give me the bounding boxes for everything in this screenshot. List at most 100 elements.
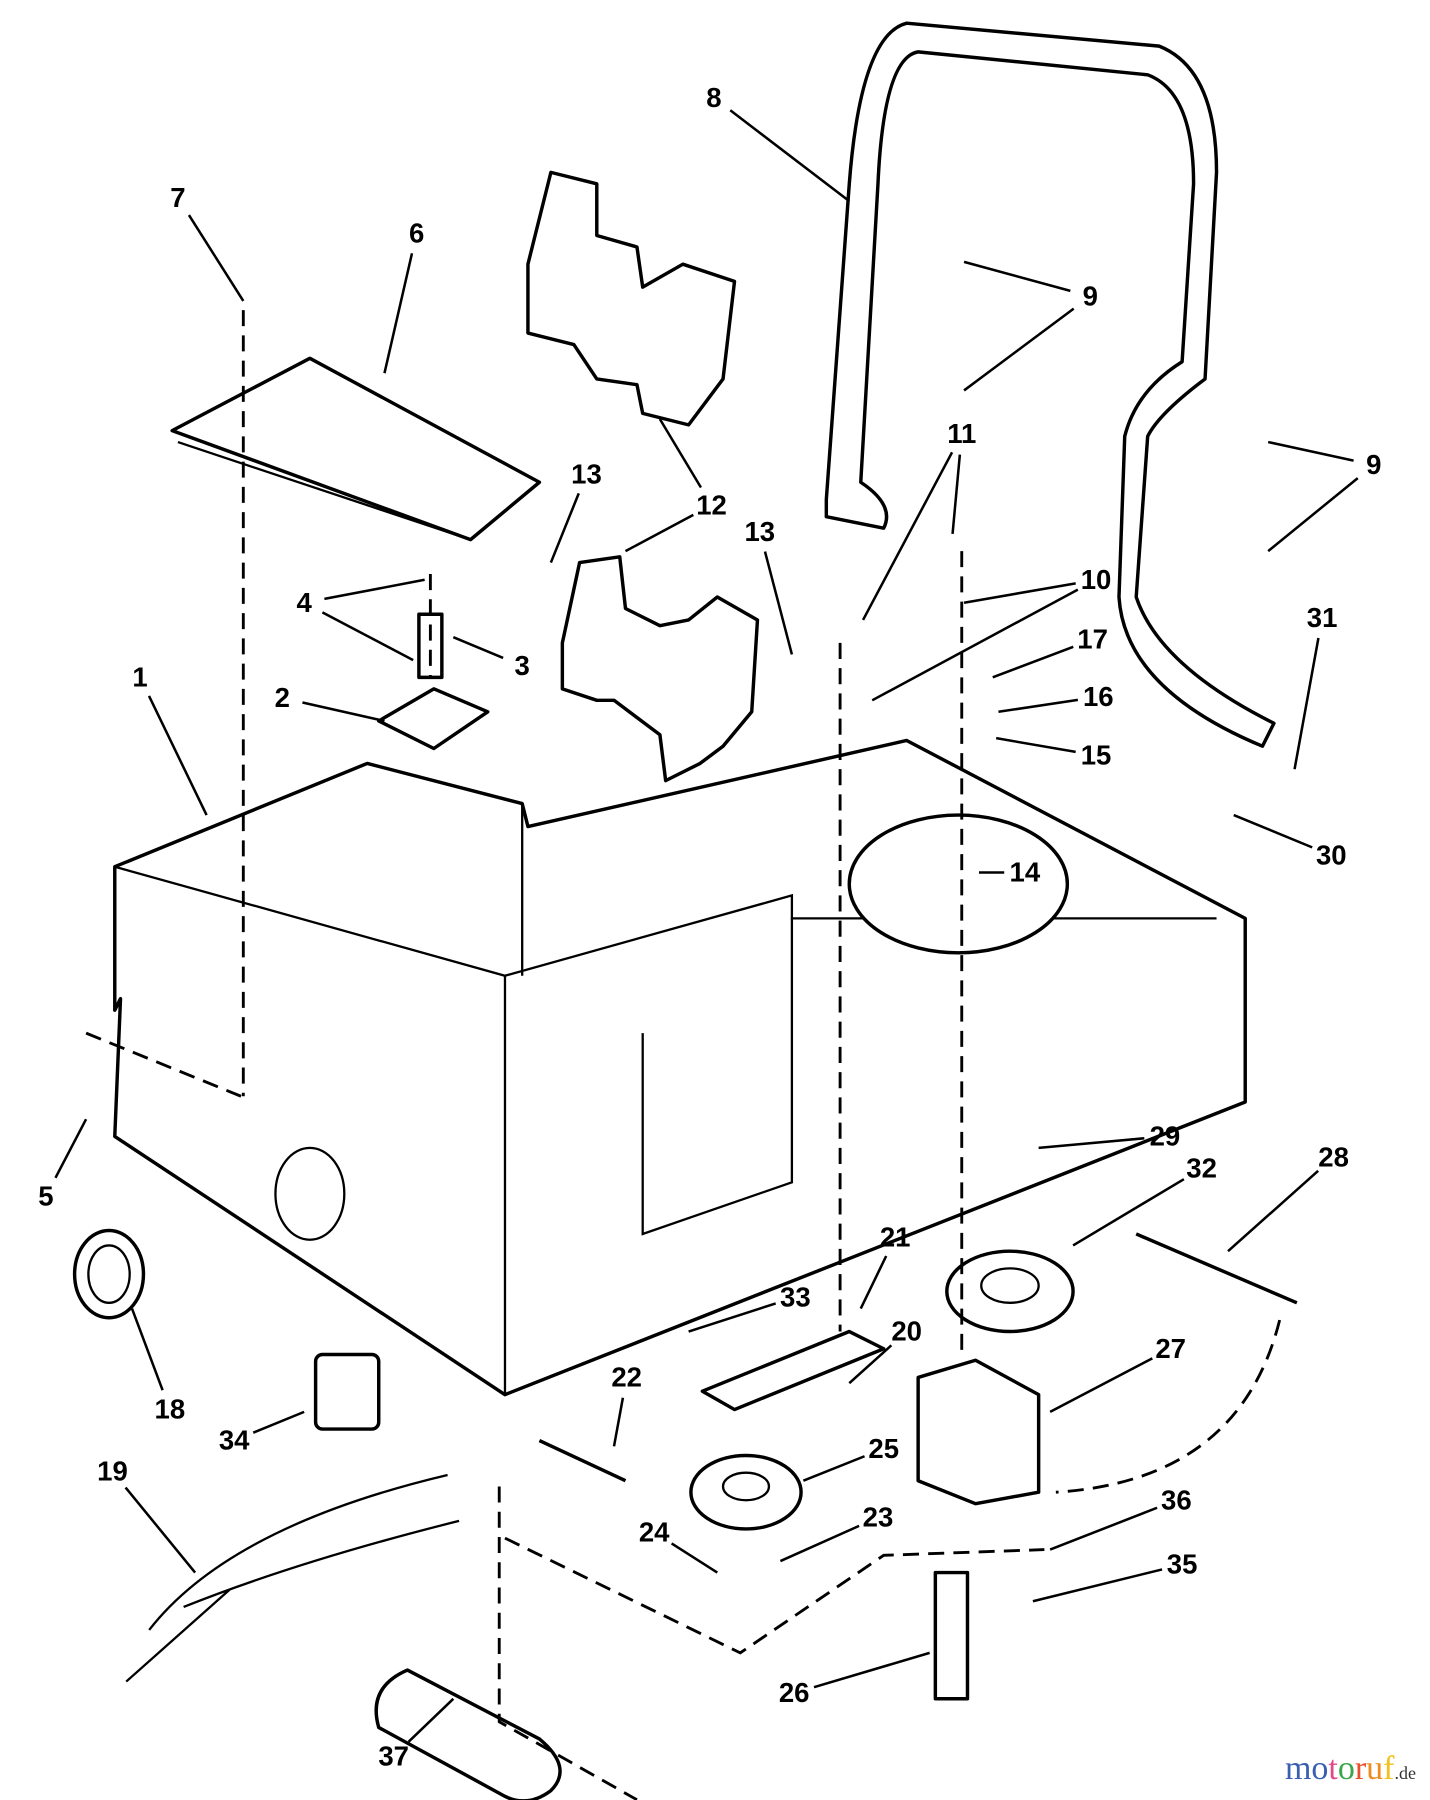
spring-28	[1135, 1232, 1298, 1305]
callout-17: 17	[1077, 624, 1108, 655]
leader-line	[951, 454, 962, 535]
handlebar	[824, 21, 1276, 748]
leader-line	[54, 1118, 88, 1179]
leader-line	[1267, 440, 1354, 462]
cover-plate	[170, 356, 542, 542]
leader-line	[1038, 1137, 1145, 1150]
callout-8: 8	[706, 82, 721, 113]
callout-3: 3	[515, 650, 530, 681]
callout-19: 19	[97, 1456, 128, 1487]
callout-31: 31	[1307, 602, 1338, 633]
callout-10: 10	[1081, 564, 1112, 595]
leader-line	[1227, 1169, 1320, 1253]
leader-line	[324, 578, 425, 601]
leader-line	[995, 736, 1076, 754]
switch	[313, 1352, 381, 1431]
callout-1: 1	[132, 662, 147, 693]
bushing	[72, 1228, 146, 1320]
callout-25: 25	[868, 1433, 899, 1464]
leader-line	[802, 1455, 865, 1482]
leader-line	[187, 214, 245, 302]
idler-pulley-32	[945, 1249, 1075, 1334]
leader-line	[1072, 1178, 1185, 1247]
callout-29: 29	[1150, 1121, 1181, 1152]
callout-24: 24	[639, 1517, 670, 1548]
callout-9: 9	[1366, 449, 1381, 480]
leader-line	[871, 588, 1079, 702]
callout-15: 15	[1081, 740, 1112, 771]
callout-26: 26	[779, 1677, 810, 1708]
tube	[374, 1668, 562, 1800]
callout-20: 20	[891, 1316, 922, 1347]
callout-9: 9	[1083, 281, 1098, 312]
leader-line	[383, 253, 414, 374]
callout-6: 6	[409, 217, 424, 248]
leader-line	[1293, 637, 1320, 770]
callout-13: 13	[744, 516, 775, 547]
callout-5: 5	[38, 1180, 53, 1211]
main-frame	[113, 738, 1247, 1397]
callout-36: 36	[1161, 1484, 1192, 1515]
mount-block	[377, 687, 490, 751]
leader-line	[624, 513, 694, 553]
leader-line	[1267, 477, 1359, 553]
leader-line	[1049, 1357, 1153, 1413]
leader-line	[130, 1308, 164, 1391]
leader-line	[124, 1486, 197, 1574]
leader-line	[1233, 813, 1313, 849]
leader-line	[779, 1524, 860, 1563]
callout-37: 37	[378, 1740, 409, 1771]
watermark-logo: motoruf.de	[1284, 1750, 1416, 1787]
pulley-bracket	[916, 1358, 1041, 1506]
bracket-upper	[526, 170, 737, 427]
leader-line	[452, 636, 504, 660]
leader-line	[688, 1302, 777, 1333]
callout-12: 12	[696, 489, 727, 520]
leader-line	[658, 418, 703, 489]
callout-7: 7	[170, 182, 185, 213]
callout-11: 11	[947, 418, 976, 449]
callout-21: 21	[880, 1222, 911, 1253]
callout-14: 14	[1010, 857, 1041, 888]
idler-pulley-25	[689, 1453, 803, 1531]
leader-line	[963, 582, 1076, 604]
leader-line	[963, 307, 1075, 392]
leader-line	[763, 551, 794, 655]
leader-line	[729, 109, 851, 203]
leader-line	[848, 1344, 893, 1385]
callout-22: 22	[611, 1362, 642, 1393]
cable	[125, 1473, 460, 1683]
leader-line	[813, 1651, 930, 1689]
leader-line	[321, 611, 414, 662]
shoulder-bolt	[933, 1570, 970, 1701]
leader-line	[1049, 1506, 1158, 1551]
leader-line	[302, 701, 385, 723]
bracket-lower	[560, 555, 760, 783]
callout-4: 4	[296, 587, 312, 618]
leader-line	[252, 1410, 305, 1434]
callout-28: 28	[1318, 1141, 1349, 1172]
leader-line	[963, 260, 1071, 293]
callout-16: 16	[1083, 681, 1114, 712]
leader-line	[147, 695, 208, 816]
leader-line	[612, 1397, 625, 1447]
callout-34: 34	[219, 1425, 250, 1456]
callout-18: 18	[155, 1394, 186, 1425]
leader-line	[861, 451, 954, 621]
spring-22	[538, 1438, 627, 1483]
leader-line	[407, 1697, 455, 1743]
callout-33: 33	[780, 1281, 811, 1312]
leader-line	[670, 1542, 718, 1574]
callout-23: 23	[863, 1502, 894, 1533]
callout-13: 13	[571, 458, 602, 489]
leader-line	[1032, 1568, 1163, 1603]
leader-line	[998, 698, 1079, 714]
idler-arm	[700, 1329, 886, 1412]
leader-line	[859, 1255, 888, 1310]
callout-30: 30	[1316, 839, 1347, 870]
callout-27: 27	[1155, 1333, 1186, 1364]
callout-35: 35	[1167, 1549, 1198, 1580]
callout-2: 2	[275, 682, 290, 713]
leader-line	[992, 645, 1074, 679]
